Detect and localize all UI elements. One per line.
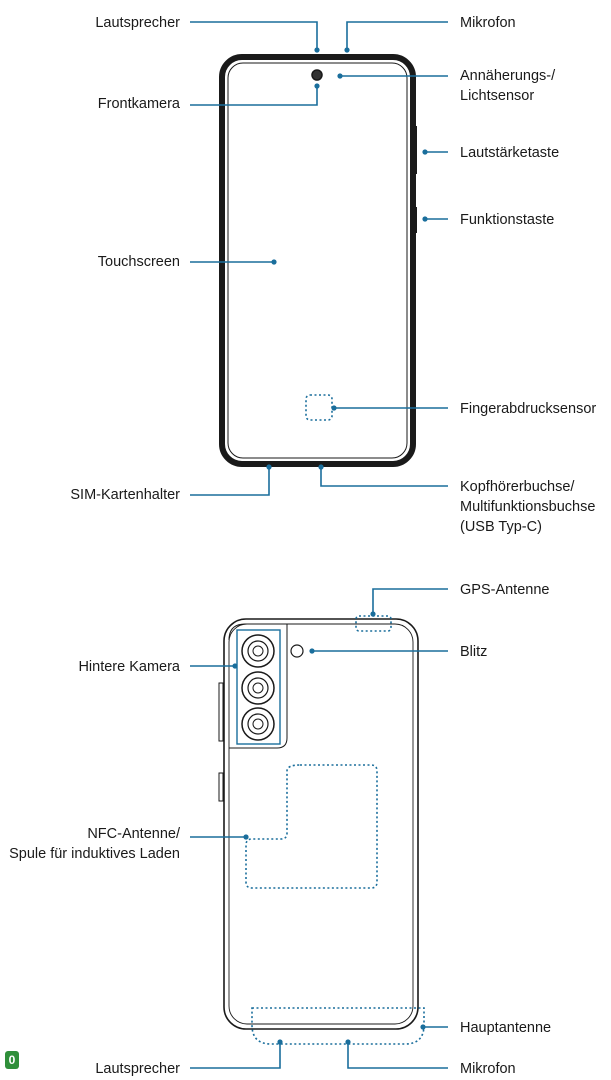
label-front-camera: Frontkamera <box>98 96 181 112</box>
leader-nfc-antenna <box>190 834 249 840</box>
label-proximity-sensor-2: Lichtsensor <box>460 88 534 104</box>
leader-rear-camera <box>190 663 238 669</box>
back-side-key-2 <box>218 772 224 802</box>
rear-camera-lens-2 <box>241 671 275 705</box>
leader-fingerprint <box>331 405 448 411</box>
label-volume-key: Lautstärketaste <box>460 145 559 161</box>
volume-key-shape <box>413 126 417 174</box>
leader-speaker-top <box>190 21 320 53</box>
label-headphone-jack-3: (USB Typ-C) <box>460 519 542 535</box>
leader-sim-tray <box>190 464 272 496</box>
leader-flash <box>309 648 448 654</box>
label-main-antenna: Hauptantenne <box>460 1020 551 1036</box>
leader-proximity-sensor <box>337 73 448 79</box>
camera-bump-housing <box>228 623 288 749</box>
label-flash: Blitz <box>460 644 487 660</box>
leader-function-key <box>422 216 448 222</box>
main-antenna-area <box>251 1007 425 1045</box>
leader-main-antenna <box>420 1024 448 1030</box>
leader-touchscreen <box>190 259 277 265</box>
label-nfc-antenna-2: Spule für induktives Laden <box>9 846 180 862</box>
leader-front-camera <box>190 83 320 106</box>
leader-volume-key <box>422 149 448 155</box>
label-headphone-jack-1: Kopfhörerbuchse/ <box>460 479 575 495</box>
label-fingerprint: Fingerabdrucksensor <box>460 401 596 417</box>
page-number-badge: 0 <box>5 1051 19 1069</box>
label-rear-camera: Hintere Kamera <box>78 659 180 675</box>
label-sim-tray: SIM-Kartenhalter <box>70 487 180 503</box>
front-camera-lens <box>311 69 323 81</box>
nfc-antenna-area <box>245 764 378 889</box>
fingerprint-sensor-area <box>305 394 333 421</box>
leader-speaker-bottom <box>190 1039 283 1069</box>
label-speaker-top: Lautsprecher <box>95 15 180 31</box>
function-key-shape <box>413 207 417 233</box>
front-phone-inner-edge <box>227 62 408 459</box>
label-microphone-bottom: Mikrofon <box>460 1061 516 1077</box>
label-speaker-bottom: Lautsprecher <box>95 1061 180 1077</box>
label-gps-antenna: GPS-Antenne <box>460 582 549 598</box>
flash-shape <box>290 644 304 658</box>
label-touchscreen: Touchscreen <box>98 254 180 270</box>
label-proximity-sensor-1: Annäherungs-/ <box>460 68 556 84</box>
back-phone <box>218 615 425 1045</box>
label-nfc-antenna-1: NFC-Antenne/ <box>87 826 181 842</box>
back-phone-body <box>223 618 419 1030</box>
rear-camera-lens-3 <box>241 707 275 741</box>
back-side-key-1 <box>218 682 224 742</box>
rear-camera-lens-1 <box>241 634 275 668</box>
rear-camera-highlight <box>236 629 281 745</box>
leader-microphone-top <box>344 21 448 53</box>
back-phone-inner-edge <box>228 623 414 1025</box>
leader-microphone-bottom <box>345 1039 448 1069</box>
front-phone <box>219 54 417 467</box>
leader-gps-antenna <box>370 588 448 617</box>
label-headphone-jack-2: Multifunktionsbuchse <box>460 499 595 515</box>
leader-headphone-jack <box>318 464 448 487</box>
label-function-key: Funktionstaste <box>460 212 554 228</box>
label-microphone-top: Mikrofon <box>460 15 516 31</box>
front-phone-body <box>219 54 416 467</box>
